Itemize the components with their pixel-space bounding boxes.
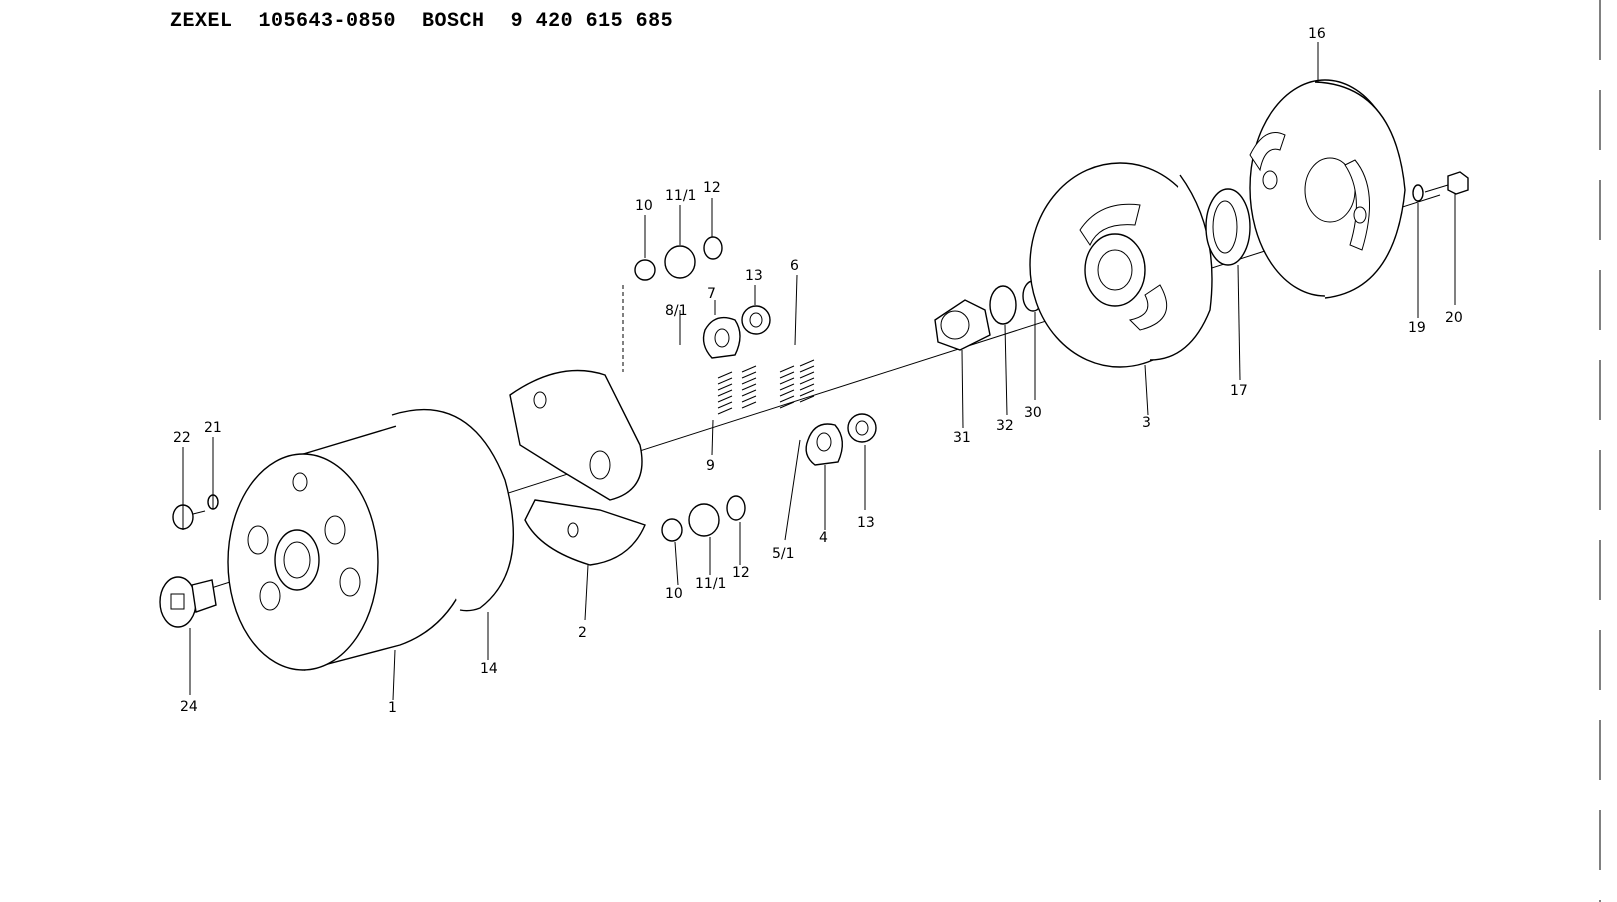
label-14: 14: [480, 661, 498, 677]
part-22-screw: [172, 504, 206, 530]
label-12-bottom: 12: [732, 565, 750, 581]
label-32: 32: [996, 418, 1014, 434]
brand-zexel: ZEXEL: [170, 10, 233, 33]
label-16: 16: [1308, 26, 1326, 42]
part-20-bolt: [1424, 171, 1469, 195]
label-11-1-top: 11/1: [665, 188, 696, 204]
label-31: 31: [953, 430, 971, 446]
bosch-part-number: 9 420 615 685: [510, 10, 674, 33]
label-3: 3: [1142, 415, 1151, 431]
label-1: 1: [388, 700, 397, 716]
label-11-1-bottom: 11/1: [695, 576, 726, 592]
part-32-circlip: [989, 285, 1017, 325]
label-8-1: 8/1: [665, 303, 688, 319]
part-1-housing: [227, 424, 481, 671]
label-5-1: 5/1: [772, 546, 795, 562]
label-4: 4: [819, 530, 828, 546]
label-2: 2: [578, 625, 587, 641]
part-16-cover: [1249, 79, 1406, 299]
part-14-o-ring: [391, 408, 514, 612]
label-30: 30: [1024, 405, 1042, 421]
label-7: 7: [707, 286, 716, 302]
label-13-top: 13: [745, 268, 763, 284]
label-20: 20: [1445, 310, 1463, 326]
part-10-11-12-top: [622, 236, 723, 372]
part-17-seal-inner: [1212, 200, 1238, 254]
label-22: 22: [173, 430, 191, 446]
label-17: 17: [1230, 383, 1248, 399]
label-13-bottom: 13: [857, 515, 875, 531]
label-10-top: 10: [635, 198, 653, 214]
label-21: 21: [204, 420, 222, 436]
part-4-flyweight-bottom: [805, 413, 877, 466]
label-12-top: 12: [703, 180, 721, 196]
diagram-header: ZEXEL 105643-0850 BOSCH 9 420 615 685: [170, 10, 699, 33]
label-19: 19: [1408, 320, 1426, 336]
part-3-flange: [1029, 162, 1213, 368]
part-24-plug-screw: [159, 576, 217, 628]
brand-bosch: BOSCH: [422, 10, 485, 33]
part-31-adjusting-screw: [934, 299, 991, 351]
part-6-springs: [779, 359, 815, 409]
label-6: 6: [790, 258, 799, 274]
part-2-flyweight-carrier: [509, 369, 646, 566]
label-9: 9: [706, 458, 715, 474]
part-9-springs: [717, 365, 757, 415]
zexel-part-number: 105643-0850: [258, 10, 397, 33]
leader-lines: [182, 42, 1456, 701]
part-7-flyweight-top: [702, 305, 771, 359]
label-10-bottom: 10: [665, 586, 683, 602]
label-24: 24: [180, 699, 198, 715]
part-19-washer: [1412, 184, 1424, 202]
part-10-11-12-bottom: [661, 495, 746, 542]
